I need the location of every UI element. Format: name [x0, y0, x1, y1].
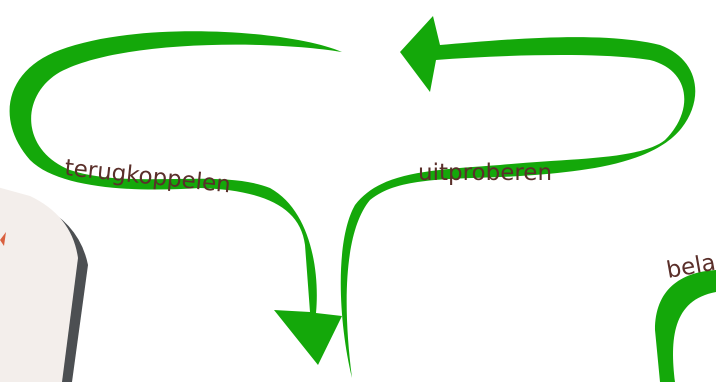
branch-uitproberen[interactable] — [340, 16, 696, 378]
card-body — [0, 187, 78, 382]
card-accent-mark — [0, 232, 6, 246]
branch-cut-off — [655, 270, 716, 382]
label-terugkoppelen: terugkoppelen — [63, 155, 232, 198]
branch-terugkoppelen[interactable] — [9, 31, 342, 366]
label-uitproberen: uitproberen — [418, 160, 552, 186]
partial-card — [0, 187, 88, 382]
